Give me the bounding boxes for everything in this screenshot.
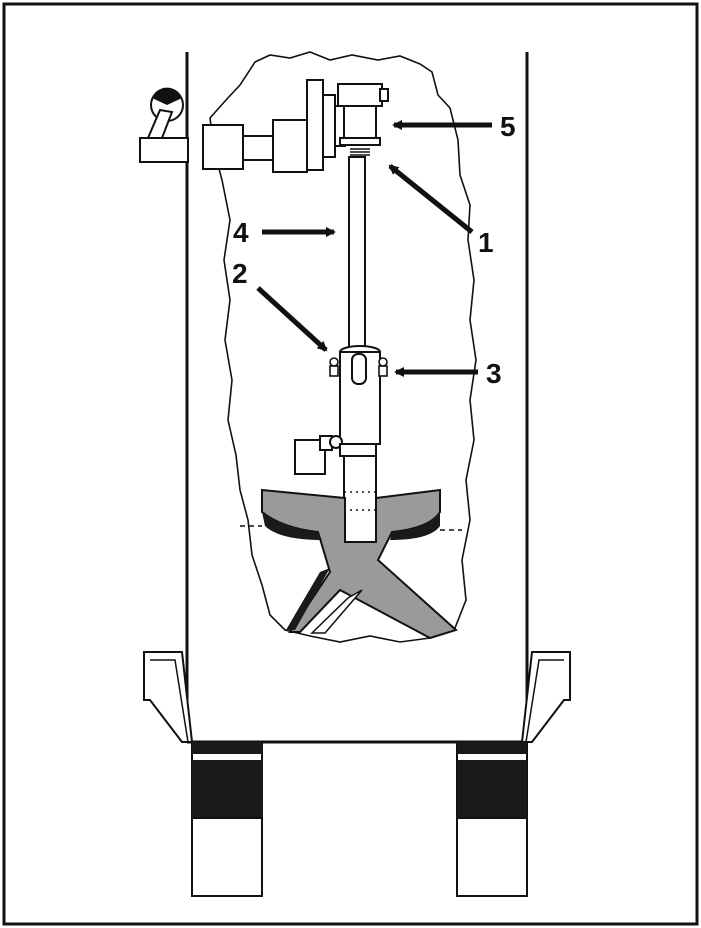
left-leg: [143, 651, 263, 897]
crank-handle: [139, 87, 189, 163]
motor-assembly: [202, 79, 346, 173]
clamp-block: [294, 435, 377, 475]
coupling-item-5: [337, 83, 389, 156]
lower-shaft: [343, 455, 377, 543]
callout-1: 1: [478, 227, 494, 258]
arrow-1: [388, 164, 474, 234]
right-leg: [456, 651, 571, 897]
callout-3: 3: [486, 358, 502, 389]
callout-4: 4: [233, 217, 249, 248]
shaft-item-4: [348, 156, 366, 350]
callout-5: 5: [500, 111, 516, 142]
arrow-2: [256, 286, 328, 352]
callout-2: 2: [232, 258, 248, 289]
sleeve-assembly: [329, 345, 388, 445]
callout-arrows: [256, 120, 492, 377]
hopper-section: [240, 488, 462, 640]
